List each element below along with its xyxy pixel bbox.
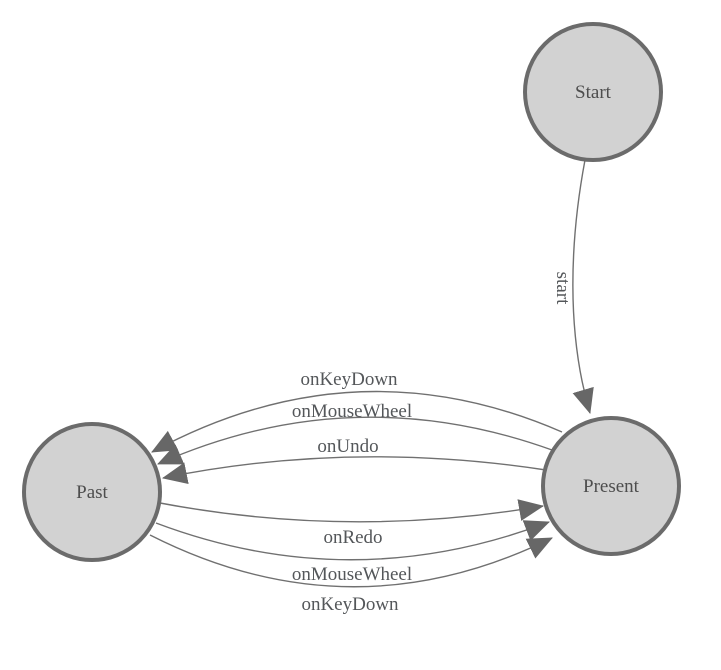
edge-label-onkeydown-top[interactable]: onKeyDown xyxy=(300,369,398,390)
edge-onkeydown-past-to-present[interactable]: onKeyDown xyxy=(149,534,553,615)
edge-onkeydown-bottom-path[interactable] xyxy=(149,534,553,588)
edge-label-start[interactable]: start xyxy=(552,272,573,305)
edge-label-onkeydown-bottom[interactable]: onKeyDown xyxy=(301,594,399,615)
node-present[interactable]: Present xyxy=(541,416,681,556)
edge-label-onredo[interactable]: onRedo xyxy=(323,527,382,548)
edge-onundo[interactable]: onUndo xyxy=(162,436,547,485)
node-start[interactable]: Start xyxy=(523,22,663,162)
edge-onmousewheel-bottom-path[interactable] xyxy=(155,520,550,561)
edge-start[interactable]: start xyxy=(552,159,594,414)
edge-label-onmousewheel-top[interactable]: onMouseWheel xyxy=(292,401,412,422)
edge-start-path[interactable] xyxy=(572,159,594,414)
node-past[interactable]: Past xyxy=(22,422,162,562)
edge-onkeydown-top-path[interactable] xyxy=(151,390,563,453)
edge-onmousewheel-past-to-present[interactable]: onMouseWheel xyxy=(155,520,550,585)
edge-label-onundo[interactable]: onUndo xyxy=(317,436,378,457)
edge-onmousewheel-present-to-past[interactable]: onMouseWheel xyxy=(157,401,553,465)
edge-label-onmousewheel-bottom[interactable]: onMouseWheel xyxy=(292,564,412,585)
node-present-circle[interactable] xyxy=(541,416,681,556)
edge-onmousewheel-top-path[interactable] xyxy=(157,416,553,465)
edge-onredo[interactable]: onRedo xyxy=(159,499,544,548)
edge-onundo-path[interactable] xyxy=(162,456,547,485)
edge-onredo-path[interactable] xyxy=(159,499,544,523)
edge-onkeydown-present-to-past[interactable]: onKeyDown xyxy=(151,369,563,453)
node-start-circle[interactable] xyxy=(523,22,663,162)
node-past-circle[interactable] xyxy=(22,422,162,562)
